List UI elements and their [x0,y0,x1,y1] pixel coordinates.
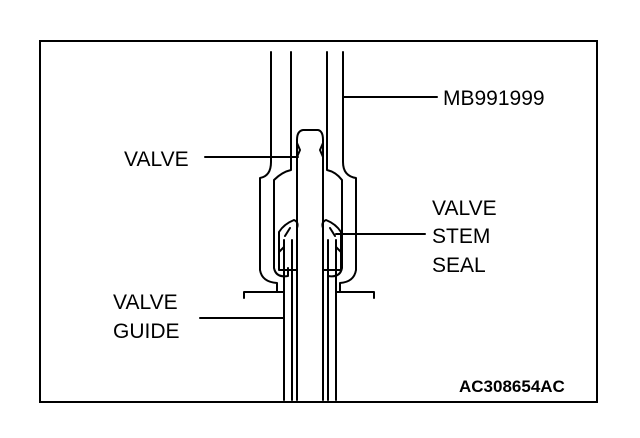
valve-stem [296,139,324,401]
label-valve: VALVE [124,148,189,171]
valve-guide [283,239,337,401]
valve-stem-seal-right [321,219,342,271]
label-guide-line2: GUIDE [113,320,180,343]
valve-stem-seal-left [278,219,299,271]
tool-right-wall [326,51,357,293]
label-seal-line2: STEM [432,225,490,248]
figure-code: AC308654AC [459,377,565,396]
cylinder-head-surface [243,291,375,299]
label-tool: MB991999 [443,87,545,110]
valve-tip [296,129,324,158]
label-seal-line3: SEAL [432,254,486,277]
figure-frame [39,40,598,403]
label-guide-line1: VALVE [113,291,178,314]
tool-left-wall [259,51,292,293]
label-seal-line1: VALVE [432,197,497,220]
